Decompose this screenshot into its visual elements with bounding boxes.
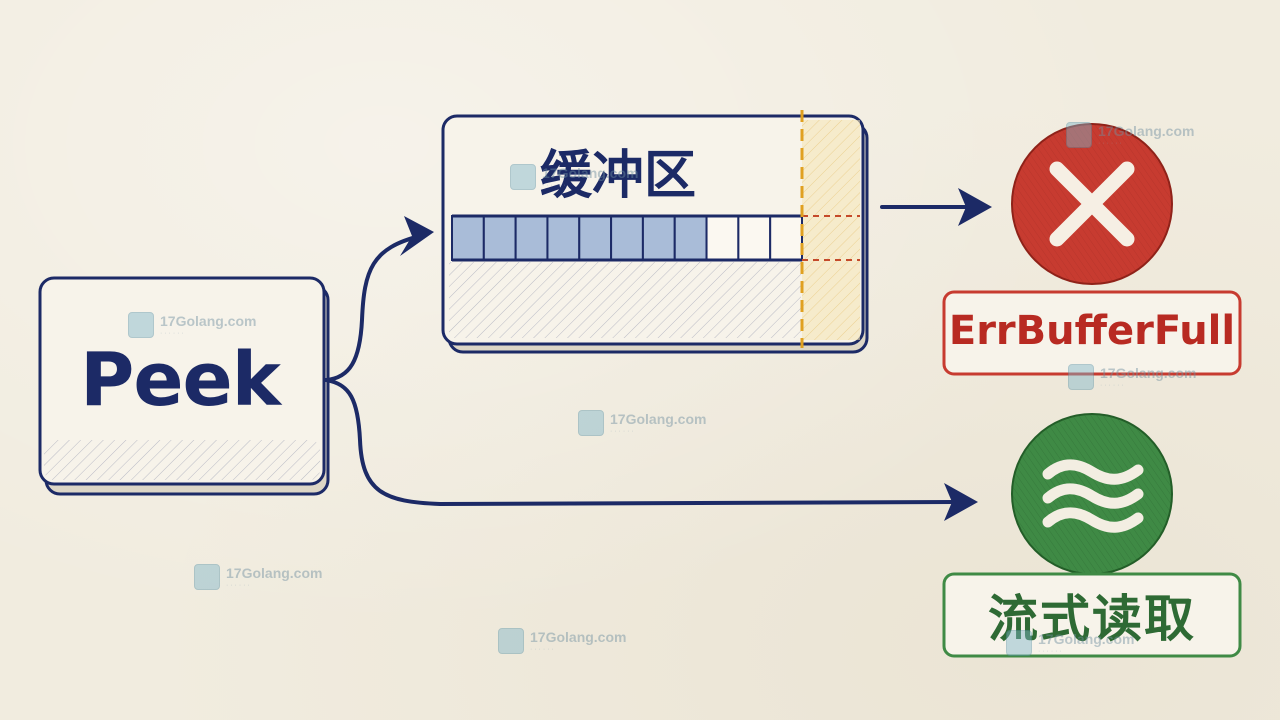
- buffer-cell-filled: [673, 215, 708, 261]
- watermark-logo-icon: [1068, 364, 1094, 390]
- buffer-cell-filled: [641, 215, 676, 261]
- buffer-title: 缓冲区: [540, 145, 697, 206]
- arrowheads: [400, 188, 992, 521]
- watermark-logo-icon: [1006, 630, 1032, 656]
- stream-circle: [1011, 413, 1173, 575]
- watermark: 17Golang.com· · · · · ·: [498, 628, 626, 654]
- peek-box: [38, 276, 330, 496]
- watermark: 17Golang.com· · · · · ·: [510, 164, 638, 190]
- x-icon: [1049, 161, 1135, 247]
- buffer-cells: [451, 215, 804, 261]
- error-label: ErrBufferFull: [948, 308, 1236, 354]
- stream-label-box: [942, 572, 1242, 658]
- buffer-cell-filled: [578, 215, 613, 261]
- buffer-cell-empty: [737, 215, 772, 261]
- watermark-logo-icon: [1066, 122, 1092, 148]
- buffer-box: [441, 110, 869, 354]
- buffer-cell-filled: [451, 215, 485, 261]
- watermark: 17Golang.com· · · · · ·: [194, 564, 322, 590]
- wave-icon: [1042, 459, 1144, 533]
- arrow-to-buffer: [324, 234, 422, 382]
- watermark: 17Golang.com· · · · · ·: [1066, 122, 1194, 148]
- buffer-cell-empty: [769, 215, 804, 261]
- buffer-cell-filled: [546, 215, 581, 261]
- buffer-cell-empty: [705, 215, 740, 261]
- watermark: 17Golang.com· · · · · ·: [1068, 364, 1196, 390]
- watermark: 17Golang.com· · · · · ·: [578, 410, 706, 436]
- arrow-to-stream: [324, 378, 957, 507]
- watermark: 17Golang.com· · · · · ·: [128, 312, 256, 338]
- watermark-logo-icon: [194, 564, 220, 590]
- stream-label: 流式读取: [988, 590, 1196, 648]
- watermark-logo-icon: [498, 628, 524, 654]
- watermark-logo-icon: [510, 164, 536, 190]
- error-label-box: [942, 290, 1242, 376]
- buffer-cell-filled: [610, 215, 644, 261]
- buffer-cell-filled: [514, 215, 549, 261]
- watermark: 17Golang.com· · · · · ·: [1006, 630, 1134, 656]
- error-circle: [1011, 123, 1173, 285]
- buffer-cell-filled: [482, 215, 517, 261]
- branch-arrows: [324, 205, 970, 507]
- watermark-logo-icon: [128, 312, 154, 338]
- peek-label: Peek: [80, 337, 281, 423]
- watermark-logo-icon: [578, 410, 604, 436]
